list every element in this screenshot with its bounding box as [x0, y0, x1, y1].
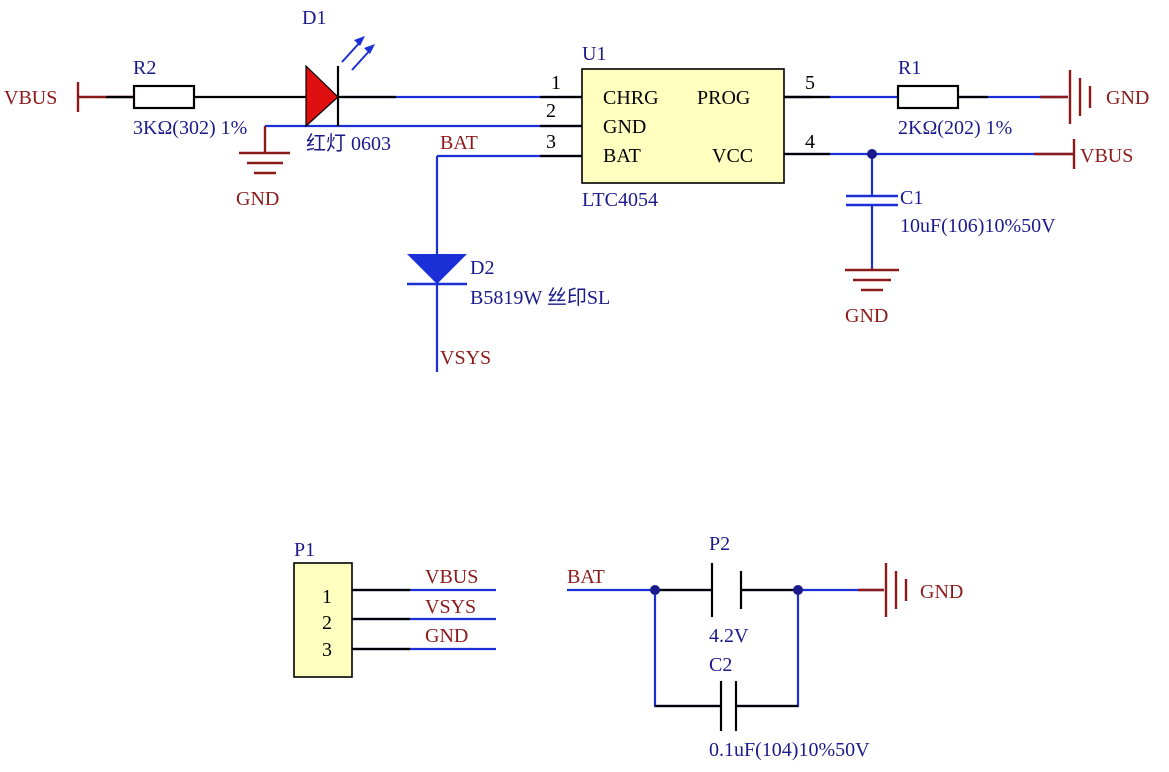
wire-c2-loop: [653, 590, 800, 708]
c2-plates: [655, 681, 798, 731]
wire-pin3-bat: [435, 154, 582, 254]
d1-led-triangle: [305, 64, 339, 128]
gnd-r1-label: GND: [1106, 87, 1149, 109]
u1-pin4-number: 4: [805, 131, 815, 153]
c1-value: 10uF(106)10%50V: [900, 215, 1056, 237]
p1-net-gnd: GND: [425, 625, 468, 647]
c1-capacitor-plates: [846, 194, 898, 207]
u1-pin3-number: 3: [546, 131, 556, 153]
c1-designator: C1: [900, 187, 923, 209]
u1-ic-body: [581, 68, 785, 184]
gnd-p2-symbol: [858, 563, 908, 617]
vbus-right-label: VBUS: [1080, 145, 1133, 167]
bat-top-net-label: BAT: [440, 132, 478, 154]
p2-plates: [655, 563, 798, 617]
bat-bottom-net-label: BAT: [567, 566, 605, 588]
gnd-c1-label: GND: [845, 305, 888, 327]
u1-pin2-name: GND: [603, 116, 646, 138]
c2-value: 0.1uF(104)10%50V: [709, 739, 870, 761]
gnd-pin2-symbol: [239, 126, 290, 175]
d2-value: B5819W 丝印SL: [470, 286, 610, 309]
u1-pin5-number: 5: [805, 72, 815, 94]
c2-designator: C2: [709, 654, 732, 676]
p1-designator: P1: [294, 539, 315, 561]
r1-value: 2KΩ(202) 1%: [898, 117, 1012, 139]
u1-pin-stubs-right: [784, 95, 830, 156]
vbus-right-symbol: [1034, 139, 1076, 169]
p1-pin3-number: 3: [322, 639, 332, 661]
u1-pin-stubs-left: [540, 95, 582, 158]
d1-value: 红灯 0603: [306, 132, 391, 155]
p1-connector-body: [293, 562, 353, 678]
gnd-p2-label: GND: [920, 581, 963, 603]
u1-pin1-name: CHRG: [603, 87, 659, 109]
r2-body: [132, 84, 196, 110]
component-bodies: [106, 66, 988, 731]
vbus-left-label: VBUS: [4, 87, 57, 109]
p2-value: 4.2V: [709, 625, 749, 647]
d1-cathode-bar: [336, 66, 396, 126]
d1-designator: D1: [302, 7, 326, 29]
p1-pin-stubs: [352, 588, 410, 651]
junction-p2-left: [650, 585, 660, 595]
vsys-net-label: VSYS: [440, 347, 491, 369]
p1-net-vbus: VBUS: [425, 566, 478, 588]
junction-c1: [867, 149, 877, 159]
d2-diode-triangle: [407, 254, 467, 284]
u1-designator: U1: [582, 43, 606, 65]
junction-p2-right: [793, 585, 803, 595]
u1-part: LTC4054: [582, 189, 658, 211]
gnd-r1-symbol: [1040, 70, 1092, 124]
gnd-pin2-label: GND: [236, 188, 279, 210]
p1-pin2-number: 2: [322, 612, 332, 634]
u1-pin3-name: BAT: [603, 145, 641, 167]
p2-designator: P2: [709, 533, 730, 555]
r2-value: 3KΩ(302) 1%: [133, 117, 247, 139]
d2-designator: D2: [470, 257, 494, 279]
u1-pin5-name: PROG: [697, 87, 750, 109]
r1-designator: R1: [898, 57, 921, 79]
d1-emission-arrows: [341, 36, 375, 71]
p1-net-vsys: VSYS: [425, 596, 476, 618]
wires: [265, 95, 1074, 708]
u1-pin1-number: 1: [551, 72, 561, 94]
u1-pin4-name: VCC: [712, 145, 753, 167]
u1-pin2-number: 2: [546, 100, 556, 122]
r2-designator: R2: [133, 57, 156, 79]
p1-pin1-number: 1: [322, 586, 332, 608]
gnd-c1-symbol: [845, 268, 899, 292]
r1-body: [896, 84, 960, 110]
